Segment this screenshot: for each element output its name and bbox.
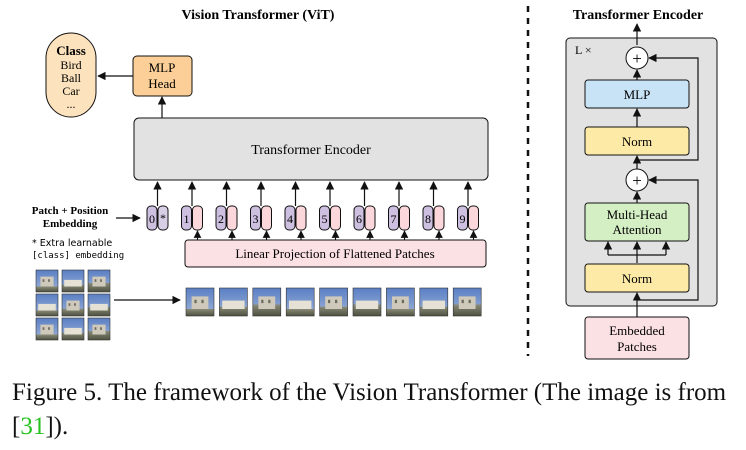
position-index: 0 bbox=[149, 212, 155, 226]
extra-note: * Extra learnable bbox=[32, 238, 112, 249]
patch-embedding bbox=[261, 205, 272, 231]
class-token-mark: * bbox=[160, 211, 166, 225]
transformer-encoder-box bbox=[133, 117, 489, 181]
image-patch bbox=[35, 293, 59, 317]
vit-title: Vision Transformer (ViT) bbox=[182, 8, 335, 23]
residual-skip-bottom bbox=[637, 175, 699, 301]
position-embedding bbox=[181, 205, 192, 231]
image-patch bbox=[87, 293, 111, 317]
caption-text-end: ]). bbox=[45, 413, 69, 440]
flattened-patch bbox=[352, 287, 382, 317]
image-patch bbox=[35, 269, 59, 293]
vit-diagram: Vision Transformer (ViT) Class Bird Ball… bbox=[32, 6, 718, 360]
attention-label: Multi-Head bbox=[607, 207, 668, 222]
extra-note: [class] embedding bbox=[32, 251, 124, 261]
class-token bbox=[157, 205, 169, 231]
image-patch bbox=[61, 293, 85, 317]
position-embedding bbox=[215, 205, 227, 231]
image-patch bbox=[87, 269, 111, 293]
embedded-patches-block bbox=[584, 316, 690, 360]
image-patch bbox=[35, 317, 59, 341]
position-index: 3 bbox=[253, 212, 259, 226]
image-patch bbox=[87, 317, 111, 341]
flattened-patch bbox=[185, 287, 215, 317]
patch-embedding bbox=[399, 205, 410, 231]
class-item: Car bbox=[62, 84, 79, 98]
norm-bottom-block bbox=[584, 263, 690, 293]
class-box bbox=[45, 32, 97, 118]
position-index: 5 bbox=[322, 212, 328, 226]
mlp-head-label: Head bbox=[148, 76, 176, 91]
position-index: 4 bbox=[287, 212, 293, 226]
class-item: Ball bbox=[61, 71, 82, 85]
flattened-patch bbox=[219, 287, 248, 317]
patch-embedding bbox=[192, 205, 203, 231]
position-index: 9 bbox=[460, 212, 466, 226]
image-patch bbox=[61, 317, 85, 341]
token-row: 0 * 1 2 3 4 5 6 7 8 9 bbox=[146, 181, 479, 240]
position-index: 1 bbox=[184, 212, 190, 226]
flattened-patch bbox=[285, 287, 315, 317]
embedded-patches-label: Patches bbox=[617, 339, 657, 354]
patch-embedding-label: Embedding bbox=[43, 218, 98, 230]
patch-embedding bbox=[433, 205, 445, 231]
position-embedding bbox=[388, 205, 399, 231]
position-embedding bbox=[353, 205, 365, 231]
residual-skip-top bbox=[637, 53, 699, 161]
flattened-patches bbox=[185, 287, 482, 317]
class-item: Bird bbox=[60, 58, 81, 72]
patch-embedding bbox=[468, 205, 479, 231]
patch-embedding bbox=[330, 205, 341, 231]
position-embedding bbox=[319, 205, 330, 231]
position-embedding bbox=[146, 205, 158, 231]
attention-label: Attention bbox=[612, 222, 662, 237]
class-box-title: Class bbox=[56, 43, 86, 58]
figure-caption: Figure 5. The framework of the Vision Tr… bbox=[12, 376, 742, 444]
position-index: 8 bbox=[425, 212, 431, 226]
position-index: 6 bbox=[356, 212, 362, 226]
position-embedding bbox=[422, 205, 434, 231]
mlp-head-label: MLP bbox=[149, 60, 176, 75]
repeat-label: L × bbox=[575, 43, 592, 57]
norm-bottom-label: Norm bbox=[622, 271, 652, 286]
class-item: ... bbox=[67, 97, 76, 111]
image-patch-grid bbox=[35, 269, 111, 341]
position-index: 2 bbox=[218, 212, 224, 226]
linear-projection-label: Linear Projection of Flattened Patches bbox=[235, 246, 434, 261]
flattened-patch bbox=[319, 287, 348, 317]
patch-embedding bbox=[364, 205, 376, 231]
transformer-encoder-label: Transformer Encoder bbox=[251, 143, 371, 158]
embedded-patches-label: Embedded bbox=[609, 323, 665, 338]
position-embedding bbox=[457, 205, 468, 231]
flattened-patch bbox=[252, 287, 282, 317]
position-embedding bbox=[250, 205, 261, 231]
flattened-patch bbox=[386, 287, 415, 317]
plus-middle: + bbox=[632, 171, 642, 190]
position-index: 7 bbox=[391, 212, 397, 226]
encoder-title: Transformer Encoder bbox=[573, 8, 704, 23]
position-embedding bbox=[284, 205, 296, 231]
plus-top: + bbox=[632, 49, 642, 68]
norm-top-label: Norm bbox=[622, 134, 652, 149]
caption-citation: 31 bbox=[20, 413, 46, 440]
patch-embedding bbox=[226, 205, 238, 231]
image-patch bbox=[61, 269, 85, 293]
flattened-patch bbox=[452, 287, 482, 317]
caption-text: Figure 5. The framework of the Vision Tr… bbox=[12, 379, 727, 440]
patch-embedding-label: Patch + Position bbox=[32, 205, 109, 217]
flattened-patch bbox=[419, 287, 449, 317]
mlp-label: MLP bbox=[624, 87, 651, 102]
residual-add-top-icon bbox=[625, 46, 649, 70]
patch-embedding bbox=[295, 205, 307, 231]
